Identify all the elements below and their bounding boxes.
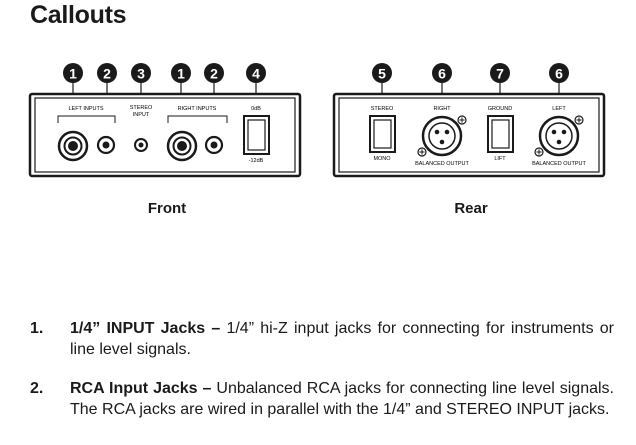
label-minus-12db: -12dB: [249, 158, 264, 164]
callout-1-left: 1: [63, 63, 83, 94]
right-rca-jack: [204, 135, 224, 155]
list-item: 1. 1/4” INPUT Jacks – 1/4” hi-Z input ja…: [30, 318, 614, 360]
svg-text:6: 6: [555, 66, 563, 82]
svg-text:3: 3: [137, 66, 145, 82]
label-0db: 0dB: [251, 106, 261, 112]
callout-2-right: 2: [204, 63, 224, 94]
list-item: 2. RCA Input Jacks – Unbalanced RCA jack…: [30, 378, 614, 420]
section-heading: Callouts: [30, 1, 127, 29]
callout-6-left-output: 6: [549, 63, 569, 94]
item-text: Unbalanced RCA jacks for connecting line…: [70, 380, 614, 418]
label-stereo-input-line1: STEREO: [130, 105, 153, 111]
panel-diagram: 1 2 3 1 2 4 LEFT INPUTS STEREO: [28, 63, 606, 178]
left-quarter-inch-jack: [57, 130, 89, 162]
item-text: 1/4” hi-Z input jacks for connecting for…: [70, 320, 615, 358]
item-term: 1/4” INPUT Jacks –: [70, 320, 221, 337]
front-caption: Front: [147, 200, 187, 217]
svg-text:5: 5: [378, 66, 386, 82]
pad-switch: [243, 115, 270, 155]
stereo-input-jack: [134, 138, 148, 152]
callout-6-right-output: 6: [432, 63, 452, 94]
svg-text:1: 1: [69, 66, 77, 82]
svg-text:7: 7: [496, 66, 504, 82]
item-number: 2.: [30, 380, 44, 397]
item-body: RCA Input Jacks – Unbalanced RCA jacks f…: [70, 378, 614, 420]
callout-7: 7: [490, 63, 510, 94]
front-panel: 1 2 3 1 2 4 LEFT INPUTS STEREO: [28, 63, 302, 178]
label-right-output: RIGHT: [433, 106, 451, 112]
label-balanced-output-right: BALANCED OUTPUT: [415, 161, 469, 167]
item-number: 1.: [30, 320, 44, 337]
label-left-output: LEFT: [552, 106, 566, 112]
svg-text:1: 1: [177, 66, 185, 82]
callout-2-left: 2: [97, 63, 117, 94]
callout-4: 4: [246, 63, 266, 94]
right-quarter-inch-jack: [166, 130, 198, 162]
callout-3: 3: [131, 63, 151, 94]
svg-text:2: 2: [103, 66, 111, 82]
label-mono: MONO: [373, 156, 391, 162]
callout-1-right: 1: [171, 63, 191, 94]
svg-text:4: 4: [252, 66, 260, 82]
label-ground: GROUND: [488, 106, 512, 112]
label-left-inputs: LEFT INPUTS: [68, 106, 103, 112]
label-balanced-output-left: BALANCED OUTPUT: [532, 161, 586, 167]
label-right-inputs: RIGHT INPUTS: [178, 106, 217, 112]
item-body: 1/4” INPUT Jacks – 1/4” hi-Z input jacks…: [70, 318, 614, 360]
stereo-mono-switch: [369, 115, 396, 153]
label-lift: LIFT: [494, 156, 506, 162]
item-term: RCA Input Jacks –: [70, 380, 212, 397]
rear-panel: 5 6 7 6 STEREO MONO RIGHT BALANCED OUTPU…: [332, 63, 606, 178]
label-stereo-input-line2: INPUT: [133, 112, 150, 118]
svg-text:6: 6: [438, 66, 446, 82]
label-stereo: STEREO: [371, 106, 394, 112]
svg-text:2: 2: [210, 66, 218, 82]
callout-5: 5: [372, 63, 392, 94]
left-rca-jack: [96, 135, 116, 155]
ground-lift-switch: [487, 115, 514, 153]
rear-caption: Rear: [454, 200, 488, 217]
